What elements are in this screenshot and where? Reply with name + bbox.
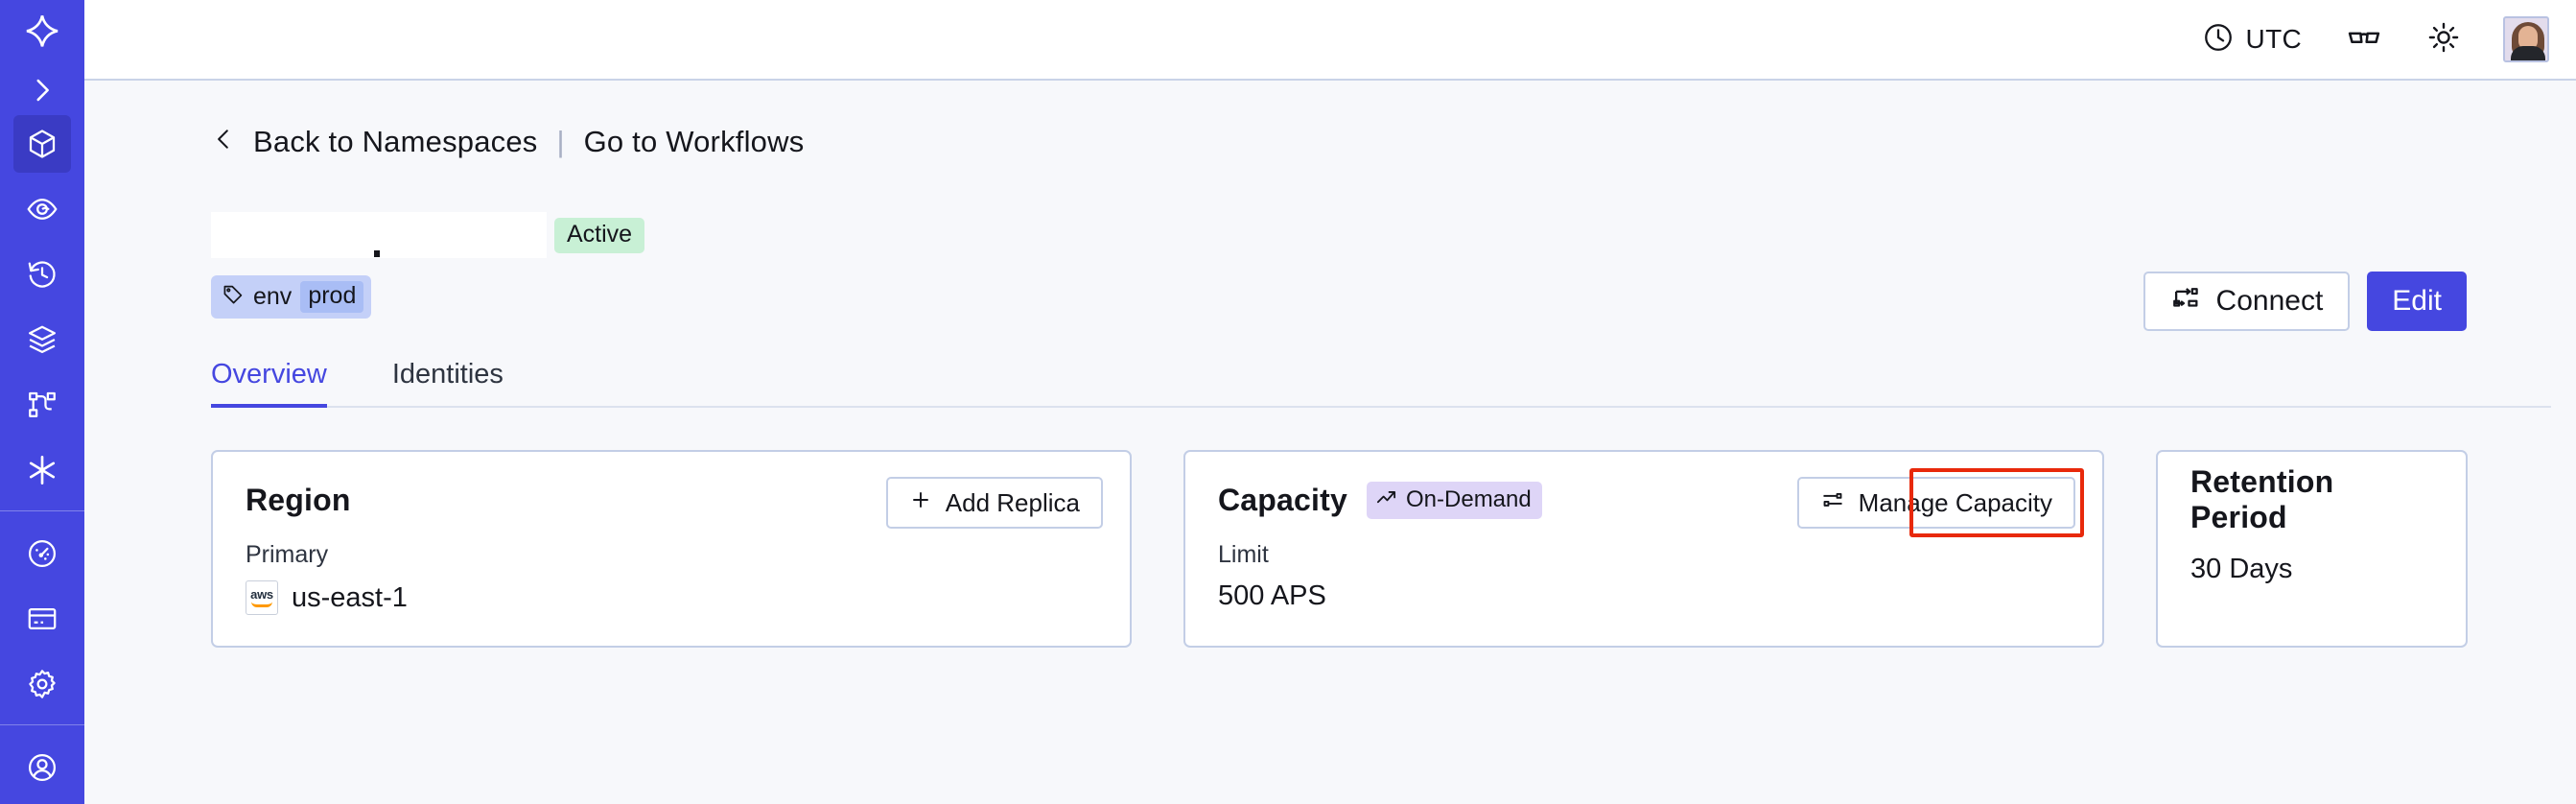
sliders-icon <box>1820 487 1845 519</box>
capacity-card-title: Capacity <box>1218 482 1347 517</box>
tab-overview[interactable]: Overview <box>211 359 346 408</box>
avatar[interactable] <box>2503 16 2549 62</box>
sidebar-item-usage[interactable] <box>13 525 71 582</box>
breadcrumb-back-link[interactable]: Back to Namespaces <box>253 124 538 158</box>
trending-up-icon <box>1375 486 1397 513</box>
connect-flow-icon <box>2170 282 2201 320</box>
region-primary-label: Primary <box>246 541 329 568</box>
retention-card-header: Retention Period <box>2190 464 2433 534</box>
temporal-logo-icon[interactable] <box>0 0 84 64</box>
tab-identities[interactable]: Identities <box>373 359 523 406</box>
avatar-face <box>2518 26 2538 50</box>
page-content: Back to Namespaces | Go to Workflows Act… <box>84 81 2576 804</box>
glasses-icon <box>2346 19 2382 60</box>
sidebar-item-observability[interactable] <box>13 180 71 238</box>
sidebar-divider-1 <box>0 510 84 512</box>
tag-icon <box>222 283 245 311</box>
tab-identities-label: Identities <box>391 359 503 390</box>
sidebar-item-namespaces[interactable] <box>13 115 71 174</box>
tag-key: env <box>253 283 293 310</box>
sidebar-item-workflows[interactable] <box>13 376 71 434</box>
namespace-title-row: Active <box>211 210 2576 260</box>
edit-button-label: Edit <box>2392 285 2442 317</box>
capacity-limit-label: Limit <box>1218 541 1269 568</box>
sidebar-item-billing[interactable] <box>13 590 71 648</box>
gauge-icon <box>25 536 59 571</box>
manage-capacity-button[interactable]: Manage Capacity <box>1796 477 2075 529</box>
theme-toggle-button[interactable] <box>2426 20 2461 59</box>
tag-value: prod <box>300 281 364 313</box>
breadcrumb: Back to Namespaces | Go to Workflows <box>211 123 2576 160</box>
capacity-limit-value: 500 APS <box>1218 580 1326 611</box>
clock-rewind-icon <box>25 257 59 292</box>
status-badge: Active <box>554 217 645 253</box>
retention-card: Retention Period 30 Days <box>2156 450 2468 648</box>
sun-icon <box>2426 20 2461 59</box>
region-card-header: Region <box>246 479 1097 521</box>
title-redaction-mark <box>374 250 380 257</box>
capacity-card: Capacity On-Demand <box>1183 450 2104 648</box>
aws-logo-text: aws <box>250 587 273 602</box>
connect-button[interactable]: Connect <box>2143 272 2351 331</box>
asterisk-icon <box>24 452 60 488</box>
retention-value: 30 Days <box>2190 554 2293 584</box>
region-value-row: aws us-east-1 <box>246 580 1097 615</box>
breadcrumb-separator: | <box>556 124 565 158</box>
region-value: us-east-1 <box>292 581 408 613</box>
account-icon <box>25 750 59 785</box>
sitemap-icon <box>25 388 59 422</box>
plus-icon <box>909 488 932 518</box>
region-card-title: Region <box>246 482 351 517</box>
credit-card-icon <box>25 602 59 636</box>
timezone-selector[interactable]: UTC <box>2202 21 2302 59</box>
tag-env-prod[interactable]: env prod <box>211 275 372 319</box>
sidebar-item-layers[interactable] <box>13 311 71 368</box>
aws-logo: aws <box>246 580 278 615</box>
header-actions: Connect Edit <box>2143 272 2467 331</box>
top-bar: UTC <box>84 0 2576 81</box>
timezone-label: UTC <box>2245 24 2302 54</box>
capacity-mode-badge: On-Demand <box>1367 481 1542 519</box>
add-replica-button[interactable]: Add Replica <box>885 477 1103 529</box>
sidebar-divider-2 <box>0 724 84 725</box>
chevron-left-icon[interactable] <box>211 123 236 160</box>
main-pane: UTC <box>84 0 2576 804</box>
sidebar-item-settings[interactable] <box>13 655 71 713</box>
cube-icon <box>25 127 59 161</box>
tab-overview-label: Overview <box>211 359 327 390</box>
sidebar-item-history[interactable] <box>13 246 71 303</box>
capacity-card-header: Capacity On-Demand <box>1218 479 2070 521</box>
namespace-tabs: Overview Identities <box>211 359 2551 408</box>
manage-capacity-label: Manage Capacity <box>1858 487 2052 517</box>
region-card: Region Add Replica Primary aws <box>211 450 1132 648</box>
sidebar-item-account[interactable] <box>13 739 71 796</box>
add-replica-label: Add Replica <box>945 487 1080 517</box>
sidebar-secondary-group <box>13 525 71 721</box>
avatar-body <box>2511 46 2545 60</box>
edit-button[interactable]: Edit <box>2367 272 2467 331</box>
main-sidebar <box>0 0 84 804</box>
namespace-tags: env prod <box>211 275 2576 319</box>
connect-button-label: Connect <box>2215 285 2324 317</box>
retention-card-title: Retention Period <box>2190 464 2334 534</box>
gear-icon <box>25 667 59 701</box>
aws-swoosh <box>251 602 272 607</box>
sidebar-item-nexus[interactable] <box>13 441 71 499</box>
breadcrumb-workflows-link[interactable]: Go to Workflows <box>583 124 805 158</box>
sidebar-primary-group <box>13 115 71 507</box>
sidebar-footer-group <box>13 739 71 804</box>
overview-cards: Region Add Replica Primary aws <box>211 450 2576 648</box>
capacity-mode-label: On-Demand <box>1406 485 1532 512</box>
sidebar-expand-button[interactable] <box>0 64 84 116</box>
eye-icon <box>25 192 59 226</box>
layers-icon <box>25 322 59 357</box>
accessibility-button[interactable] <box>2346 19 2382 60</box>
clock-icon <box>2202 21 2235 59</box>
